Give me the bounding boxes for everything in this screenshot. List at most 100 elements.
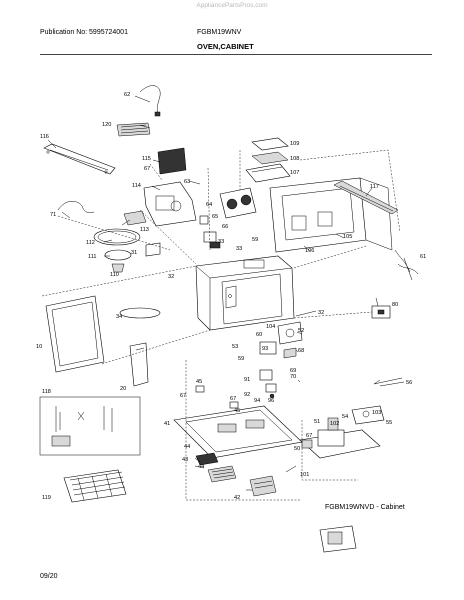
callout-112: 112 [86,240,95,246]
part-61-wiring [394,249,419,281]
callout-labels: 62 120 116 109 108 107 115 67 63 114 64 … [36,92,426,501]
callout-52: 52 [298,328,304,334]
callout-32a: 32 [168,274,174,280]
callout-56: 56 [406,380,412,386]
part-120-vent [116,122,151,137]
part-10-door [45,295,105,373]
callout-94: 94 [254,398,260,404]
part-111-roller-ring [104,249,132,261]
callout-103: 103 [372,410,381,416]
callout-116: 116 [40,134,49,140]
callout-65: 65 [212,214,218,220]
callout-20: 20 [120,386,126,392]
callout-66: 66 [222,224,228,230]
callout-67d: 67 [306,433,312,439]
callout-115: 115 [142,156,151,162]
callout-62: 62 [124,92,130,98]
part-cabinet-module [319,525,357,553]
callout-51: 51 [314,419,320,425]
callout-31: 31 [131,250,137,256]
callout-55: 55 [386,420,392,426]
callout-114: 114 [132,183,141,189]
part-109-cover [251,137,289,151]
callout-33a: 33 [218,239,224,245]
section-title: OVEN,CABINET [197,42,254,51]
callout-80: 80 [392,302,398,308]
part-44-filter [207,465,237,483]
callout-44b: 44 [198,464,204,470]
callout-34: 34 [116,314,122,320]
callout-118: 118 [42,389,51,395]
diagram-caption: FGBM19WNVD - Cabinet [325,504,405,511]
callout-96: 96 [268,398,274,404]
part-115-grille [157,147,187,175]
part-103-55-bracket [351,405,385,425]
callout-111: 111 [88,254,97,260]
callout-106: 106 [305,248,314,254]
callout-60: 60 [256,332,262,338]
part-45-lamp-holder [195,385,239,409]
part-110-coupler [111,263,125,273]
callout-101: 101 [300,472,309,478]
callout-107: 107 [290,170,299,176]
part-118-hardware-kit [39,396,141,456]
part-91-92-diode [259,369,277,399]
callout-109: 109 [290,141,299,147]
callout-108: 108 [290,156,299,162]
part-43-filter-grille [195,452,219,466]
part-117-vent-bar [333,180,399,215]
callout-10: 10 [36,344,42,350]
callout-41: 41 [164,421,170,427]
part-112-turntable-tray [93,228,141,246]
callout-59: 59 [252,237,258,243]
callout-104: 104 [266,324,275,330]
callout-58: 59 [238,356,244,362]
part-31-bracket [145,242,161,257]
callout-105: 105 [343,234,352,240]
part-71-cord [57,201,95,213]
callout-45a: 45 [196,379,202,385]
part-34-tray-glass [119,307,161,319]
model-number: FGBM19WNV [197,29,242,36]
part-68-sensor [283,347,297,359]
part-20-latch [129,342,149,387]
part-41-base-plate [173,405,303,459]
leader-lines [47,95,381,491]
callout-110: 110 [110,272,119,278]
callout-93: 93 [262,346,268,352]
part-119-rack [63,469,127,503]
callout-44a: 44 [184,444,190,450]
part-42-light-lens [249,475,277,497]
oven-cavity [195,255,295,331]
part-113-fuse-holder [123,210,147,226]
callout-43: 43 [182,457,188,463]
part-104-capacitor [277,321,303,345]
callout-120: 120 [102,122,111,128]
part-65-66-relays [199,215,221,249]
callout-53: 53 [232,344,238,350]
callout-64: 64 [206,202,212,208]
watermark: AppliancePartsPros.com [196,2,268,9]
part-56-wire [373,377,405,387]
part-108-filter [251,151,289,165]
callout-33b: 33 [236,246,242,252]
callout-63: 63 [184,179,190,185]
publication-number: Publication No: 5995724001 [40,29,128,36]
callout-61: 61 [420,254,426,260]
part-107-bracket [245,163,291,183]
part-50-stirrer [301,439,313,449]
callout-102: 102 [330,421,339,427]
callout-113: 113 [140,227,149,233]
part-62-wire [139,85,161,117]
part-101-102-magnetron-base [299,417,381,459]
callout-92: 92 [244,392,250,398]
callout-42: 42 [234,495,240,501]
part-64-blower [219,187,257,219]
callout-54: 54 [342,414,348,420]
part-105-cabinet-back [269,177,393,253]
callout-67b: 67 [180,393,186,399]
assembly-guide-lines [41,149,401,501]
callout-67c: 67 [230,396,236,402]
callout-32b: 32 [318,310,324,316]
